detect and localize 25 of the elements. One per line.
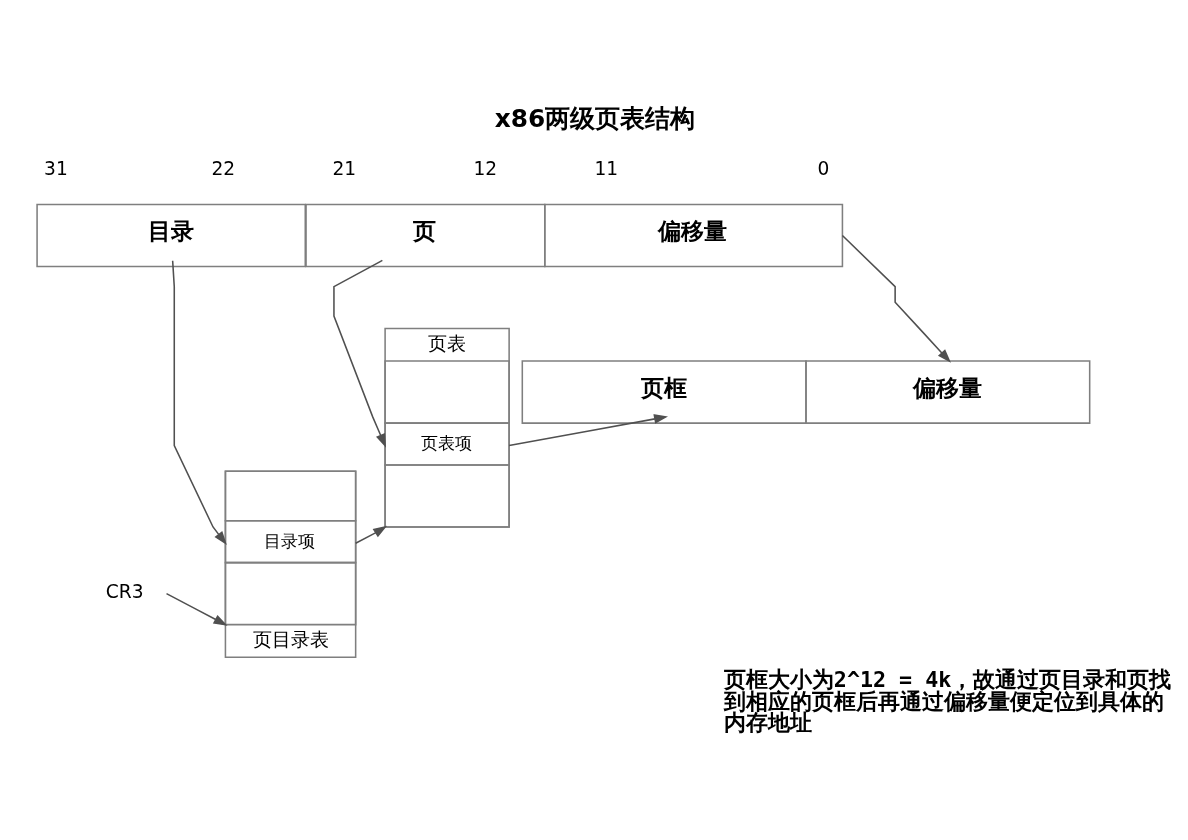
node-box bbox=[384, 360, 510, 424]
diagram-title: x86两级页表结构 bbox=[494, 103, 696, 133]
node-box: 页 bbox=[305, 203, 546, 268]
arrow bbox=[841, 234, 951, 363]
arrow bbox=[171, 259, 227, 546]
node-box: 偏移量 bbox=[805, 360, 1091, 424]
label: 11 bbox=[594, 158, 619, 180]
node-box: 偏移量 bbox=[544, 203, 844, 268]
node-box: 目录 bbox=[36, 203, 307, 268]
arrow bbox=[333, 259, 387, 448]
node-box bbox=[384, 464, 510, 528]
arrow bbox=[165, 592, 228, 626]
label: 页框大小为2^12 = 4k，故通过页目录和页找到相应的页框后再通过偏移量便定位到具体的内存地址 bbox=[723, 666, 1172, 736]
node-box: 目录项 bbox=[224, 520, 357, 564]
node-text: CR3 bbox=[105, 581, 144, 603]
node-box bbox=[224, 470, 357, 522]
node-box: 页表项 bbox=[384, 422, 510, 466]
label: 31 bbox=[44, 158, 68, 180]
label: 21 bbox=[332, 158, 357, 180]
label: 22 bbox=[211, 158, 236, 180]
node-box bbox=[224, 561, 357, 626]
label: 12 bbox=[473, 158, 498, 180]
arrow bbox=[508, 414, 668, 447]
arrow bbox=[354, 525, 388, 544]
label: 0 bbox=[817, 158, 830, 180]
